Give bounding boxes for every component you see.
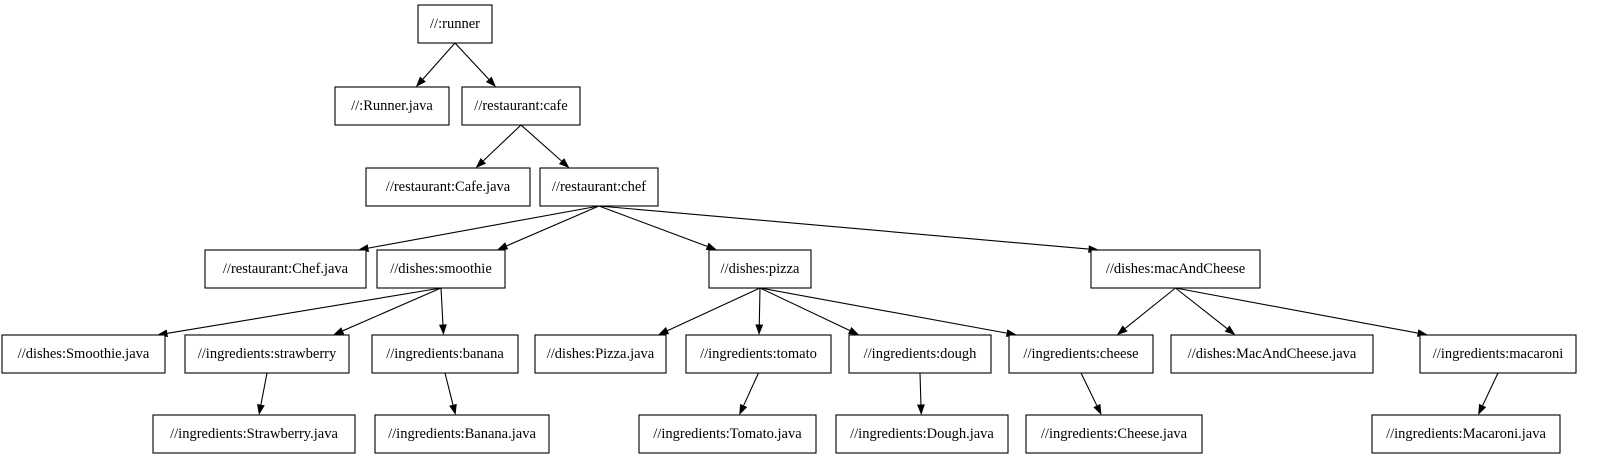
graph-edge [439,287,447,335]
graph-node-label: //dishes:pizza [721,261,800,277]
graph-node-dishes_smoothie[interactable]: //dishes:smoothie [376,249,506,289]
graph-node-cheese_java[interactable]: //ingredients:Cheese.java [1025,414,1203,454]
graph-edge [475,124,522,168]
graph-edge [755,287,764,335]
graph-node-mac_java[interactable]: //dishes:MacAndCheese.java [1170,334,1374,374]
graph-node-label: //restaurant:cafe [474,98,567,114]
graph-node-ing_banana[interactable]: //ingredients:banana [371,334,519,374]
graph-node-chef_java[interactable]: //restaurant:Chef.java [204,249,367,289]
graph-node-dough_java[interactable]: //ingredients:Dough.java [835,414,1009,454]
graph-edge [739,372,760,415]
graph-node-label: //ingredients:macaroni [1433,346,1563,362]
graph-node-label: //dishes:Smoothie.java [18,346,150,362]
graph-node-banana_java[interactable]: //ingredients:Banana.java [374,414,550,454]
graph-node-restaurant_cafe[interactable]: //restaurant:cafe [461,86,581,126]
graph-node-label: //:runner [430,16,480,32]
graph-node-ing_strawberry[interactable]: //ingredients:strawberry [184,334,350,374]
graph-node-ing_tomato[interactable]: //ingredients:tomato [685,334,832,374]
graph-edge [1080,372,1102,415]
graph-node-label: //restaurant:chef [552,179,646,195]
graph-edge [917,372,925,415]
graph-node-label: //ingredients:strawberry [198,346,337,362]
graph-edge [497,205,600,250]
graph-node-label: //ingredients:cheese [1023,346,1138,362]
graph-node-label: //ingredients:banana [386,346,504,362]
graph-edge [520,124,570,168]
graph-node-ing_cheese[interactable]: //ingredients:cheese [1008,334,1154,374]
graph-node-restaurant_chef[interactable]: //restaurant:chef [539,167,659,207]
graph-node-runner_java[interactable]: //:Runner.java [334,86,450,126]
graph-node-tomato_java[interactable]: //ingredients:Tomato.java [638,414,817,454]
graph-node-label: //ingredients:Strawberry.java [170,426,338,442]
graph-node-label: //ingredients:Cheese.java [1041,426,1188,442]
graph-node-label: //ingredients:dough [864,346,978,362]
graph-node-dishes_mac[interactable]: //dishes:macAndCheese [1090,249,1261,289]
graph-edge [1175,287,1236,335]
graph-edge [598,205,717,250]
graph-edge [157,287,442,338]
graph-edge [358,205,600,252]
graph-edge [658,287,761,335]
graph-node-ing_macaroni[interactable]: //ingredients:macaroni [1419,334,1577,374]
graph-node-cafe_java[interactable]: //restaurant:Cafe.java [365,167,531,207]
graph-node-label: //dishes:Pizza.java [547,346,655,362]
graph-node-label: //ingredients:Tomato.java [653,426,802,442]
graph-edge [415,42,456,87]
graph-node-macaroni_java[interactable]: //ingredients:Macaroni.java [1371,414,1561,454]
graph-node-label: //:Runner.java [351,98,433,114]
graph-edge [598,205,1099,253]
graph-edge [1175,287,1428,337]
graph-node-label: //dishes:macAndCheese [1106,261,1245,277]
graph-edge [257,372,268,415]
graph-node-label: //ingredients:tomato [700,346,817,362]
graph-node-label: //ingredients:Macaroni.java [1386,426,1546,442]
graph-node-label: //restaurant:Cafe.java [386,179,511,195]
graph-edge [444,372,457,415]
graph-node-dishes_pizza[interactable]: //dishes:pizza [708,249,812,289]
graph-node-runner[interactable]: //:runner [417,4,493,44]
edges-layer [157,42,1499,415]
graph-node-strawberry_java[interactable]: //ingredients:Strawberry.java [152,414,356,454]
graph-node-label: //ingredients:Dough.java [850,426,994,442]
graph-edge [333,287,442,335]
graph-edge [1116,287,1176,335]
graph-edge [759,287,1017,337]
graph-node-pizza_java[interactable]: //dishes:Pizza.java [534,334,667,374]
graph-edge [759,287,860,335]
graph-edge [1478,372,1499,415]
graph-node-label: //dishes:smoothie [390,261,492,277]
graph-node-label: //dishes:MacAndCheese.java [1188,346,1357,362]
graph-edge [454,42,496,87]
nodes-layer: //:runner //:Runner.java //restaurant:cafe… [1,4,1577,454]
graph-node-ing_dough[interactable]: //ingredients:dough [848,334,992,374]
graph-node-smoothie_java[interactable]: //dishes:Smoothie.java [1,334,166,374]
graph-node-label: //restaurant:Chef.java [223,261,349,277]
graph-node-label: //ingredients:Banana.java [388,426,536,442]
